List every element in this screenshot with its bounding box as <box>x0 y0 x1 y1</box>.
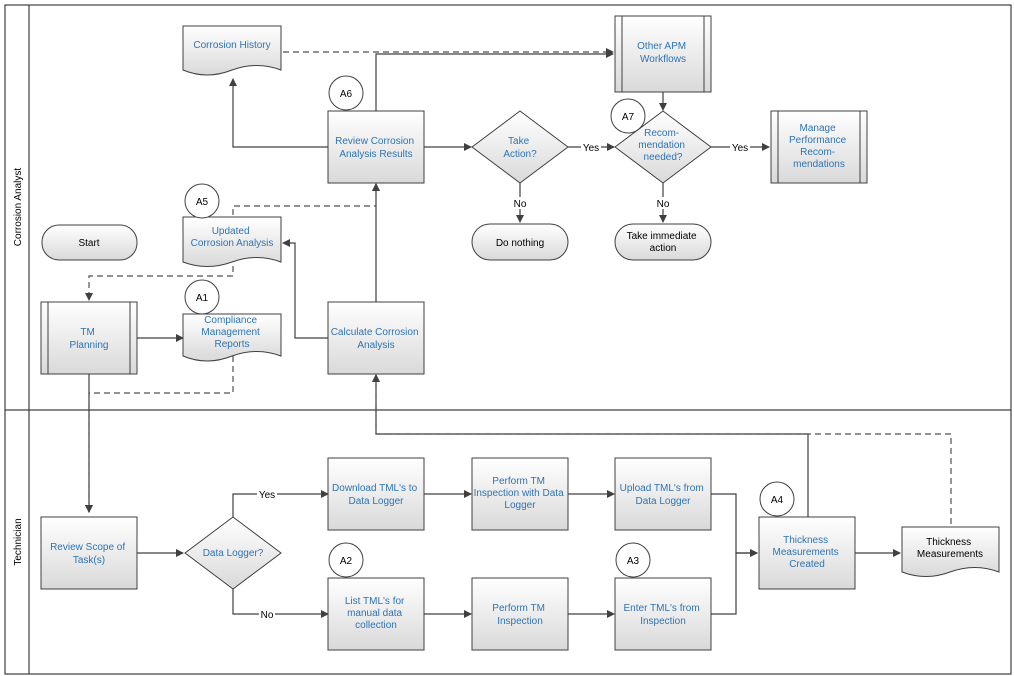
thickness-created-process[interactable]: Thickness Measurements Created <box>758 516 856 590</box>
tm-planning-label: TM Planning <box>70 327 109 351</box>
edge-label-take-yes: Yes <box>583 143 599 154</box>
list-tml-label: List TML's for manual data collection <box>345 596 407 631</box>
edge-labels: No Yes Yes No Yes No <box>257 141 750 621</box>
review-results-label: Review Corrosion Analysis Results <box>335 136 417 160</box>
take-immediate-label: Take immediate action <box>627 231 700 254</box>
swimlanes: Corrosion Analyst Technician <box>4 4 1012 675</box>
calculate-analysis-label: Calculate Corrosion Analysis <box>331 327 422 351</box>
take-immediate-terminator[interactable]: Take immediate action <box>614 223 712 261</box>
marker-a5[interactable]: A5 <box>184 183 220 219</box>
marker-a4[interactable]: A4 <box>759 481 795 517</box>
perform-inspection-label: Perform TM Inspection <box>492 603 547 627</box>
start-label: Start <box>78 238 99 249</box>
take-action-decision[interactable]: Take Action? <box>471 110 569 184</box>
thickness-measurements-document[interactable]: Thickness Measurements <box>901 526 1000 577</box>
marker-a6-label: A6 <box>340 89 353 100</box>
lane-label-technician: Technician <box>13 518 24 565</box>
thickness-measurements-label: Thickness Measurements <box>917 537 983 560</box>
review-scope-label: Review Scope of Task(s) <box>50 542 128 566</box>
manage-performance-subprocess[interactable]: Manage Performance Recom- mendations <box>770 110 868 184</box>
marker-a4-label: A4 <box>771 495 784 506</box>
edge-label-rec-yes: Yes <box>732 143 748 154</box>
lane-label-analyst: Corrosion Analyst <box>13 168 24 247</box>
marker-a7-label: A7 <box>622 112 635 123</box>
marker-a3[interactable]: A3 <box>615 542 651 578</box>
tm-planning-subprocess[interactable]: TM Planning <box>40 301 138 375</box>
corrosion-history-document[interactable]: Corrosion History <box>182 25 282 76</box>
upload-tml-process[interactable]: Upload TML's from Data Logger <box>614 457 712 531</box>
download-tml-process[interactable]: Download TML's to Data Logger <box>327 457 425 531</box>
other-apm-label: Other APM Workflows <box>637 41 689 65</box>
edge-label-logger-yes: Yes <box>259 490 275 501</box>
list-tml-process[interactable]: List TML's for manual data collection <box>327 577 425 651</box>
corrosion-history-label: Corrosion History <box>193 40 270 51</box>
compliance-reports-document[interactable]: Compliance Management Reports <box>182 313 282 362</box>
thickness-created-label: Thickness Measurements Created <box>773 535 842 570</box>
enter-tml-process[interactable]: Enter TML's from Inspection <box>614 577 712 651</box>
enter-tml-label: Enter TML's from Inspection <box>624 603 703 627</box>
do-nothing-label: Do nothing <box>496 238 544 249</box>
calculate-analysis-process[interactable]: Calculate Corrosion Analysis <box>327 301 425 375</box>
other-apm-subprocess[interactable]: Other APM Workflows <box>614 15 712 93</box>
marker-a7[interactable]: A7 <box>610 98 646 134</box>
perform-with-logger-process[interactable]: Perform TM Inspection with Data Logger <box>471 457 569 531</box>
updated-analysis-document[interactable]: Updated Corrosion Analysis <box>182 216 282 267</box>
perform-with-logger-label: Perform TM Inspection with Data Logger <box>474 476 567 511</box>
data-logger-label: Data Logger? <box>203 548 264 559</box>
data-logger-decision[interactable]: Data Logger? <box>184 516 282 590</box>
marker-a2-label: A2 <box>340 556 353 567</box>
upload-tml-label: Upload TML's from Data Logger <box>620 483 707 507</box>
take-action-label: Take Action? <box>503 136 537 160</box>
marker-a1-label: A1 <box>196 293 209 304</box>
marker-a3-label: A3 <box>627 556 640 567</box>
compliance-reports-label: Compliance Management Reports <box>201 315 262 350</box>
review-scope-process[interactable]: Review Scope of Task(s) <box>40 516 138 590</box>
recommendation-needed-label: Recom- mendation needed? <box>638 128 687 163</box>
start-terminator[interactable]: Start <box>41 224 138 261</box>
review-results-process[interactable]: Review Corrosion Analysis Results <box>327 110 425 184</box>
edge-label-logger-no: No <box>261 610 274 621</box>
updated-analysis-label: Updated Corrosion Analysis <box>191 226 274 249</box>
download-tml-label: Download TML's to Data Logger <box>332 483 420 507</box>
marker-a2[interactable]: A2 <box>328 542 364 578</box>
marker-a5-label: A5 <box>196 197 209 208</box>
edge-label-rec-no: No <box>657 199 670 210</box>
marker-a1[interactable]: A1 <box>184 279 220 315</box>
marker-a6[interactable]: A6 <box>328 75 364 111</box>
do-nothing-terminator[interactable]: Do nothing <box>471 223 569 261</box>
edge-label-take-no: No <box>514 199 527 210</box>
manage-performance-label: Manage Performance Recom- mendations <box>789 123 849 170</box>
perform-inspection-process[interactable]: Perform TM Inspection <box>471 577 569 651</box>
